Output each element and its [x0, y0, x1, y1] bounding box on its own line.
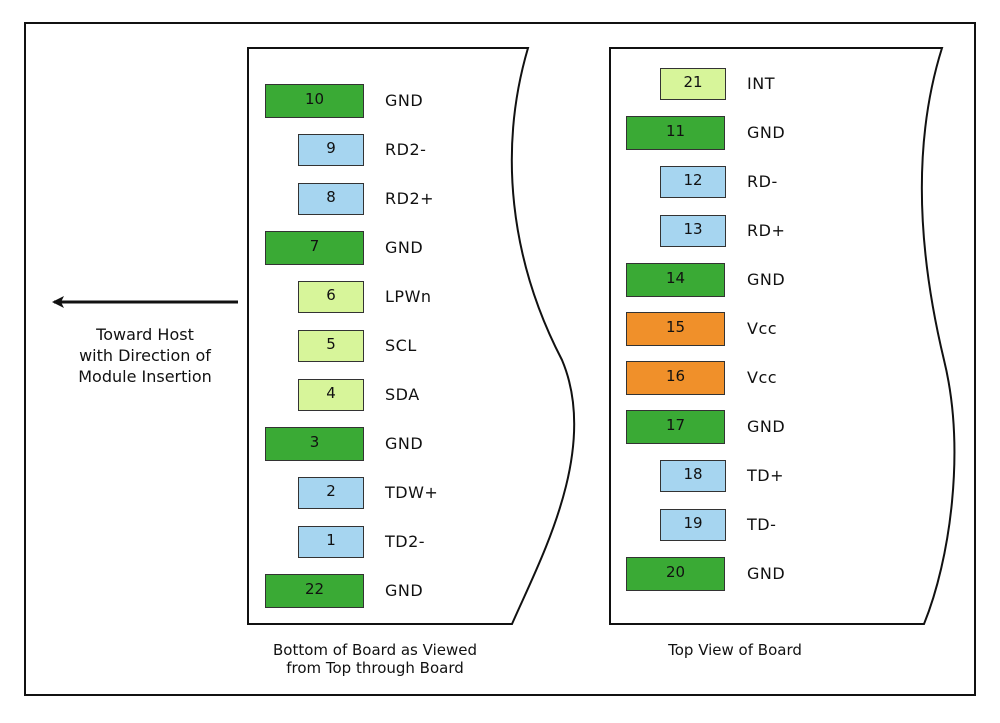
bottom-pin-3-label: GND — [385, 434, 424, 453]
top-pin-13: 13 — [660, 215, 726, 247]
bottom-board-caption-line1: Bottom of Board as Viewed — [273, 641, 477, 659]
top-pin-16: 16 — [626, 361, 725, 395]
top-pin-20: 20 — [626, 557, 725, 591]
bottom-pin-4-label: SDA — [385, 385, 420, 404]
top-pin-16-label: Vcc — [747, 368, 778, 387]
top-pin-15: 15 — [626, 312, 725, 346]
direction-note-line1: Toward Host — [96, 325, 194, 344]
bottom-pin-9: 9 — [298, 134, 364, 166]
bottom-pin-10-label: GND — [385, 91, 424, 110]
direction-note-line2: with Direction of — [79, 346, 211, 365]
top-pin-17-label: GND — [747, 417, 786, 436]
bottom-pin-2: 2 — [298, 477, 364, 509]
top-pin-18-label: TD+ — [747, 466, 784, 485]
top-pin-17: 17 — [626, 410, 725, 444]
top-pin-15-label: Vcc — [747, 319, 778, 338]
direction-note: Toward Host with Direction of Module Ins… — [60, 324, 230, 387]
top-pin-14-label: GND — [747, 270, 786, 289]
bottom-pin-22: 22 — [265, 574, 364, 608]
bottom-pin-1-label: TD2- — [385, 532, 426, 551]
top-pin-20-label: GND — [747, 564, 786, 583]
top-pin-21: 21 — [660, 68, 726, 100]
bottom-pin-6-label: LPWn — [385, 287, 432, 306]
top-pin-18: 18 — [660, 460, 726, 492]
top-board-caption: Top View of Board — [668, 641, 802, 659]
bottom-pin-5: 5 — [298, 330, 364, 362]
bottom-pin-9-label: RD2- — [385, 140, 427, 159]
bottom-pin-7: 7 — [265, 231, 364, 265]
top-pin-14: 14 — [626, 263, 725, 297]
top-pin-13-label: RD+ — [747, 221, 786, 240]
top-pin-19-label: TD- — [747, 515, 777, 534]
bottom-pin-6: 6 — [298, 281, 364, 313]
direction-note-line3: Module Insertion — [78, 367, 212, 386]
top-pin-11: 11 — [626, 116, 725, 150]
bottom-pin-1: 1 — [298, 526, 364, 558]
bottom-pin-3: 3 — [265, 427, 364, 461]
diagram-frame — [24, 22, 976, 696]
top-pin-12-label: RD- — [747, 172, 778, 191]
bottom-pin-8-label: RD2+ — [385, 189, 435, 208]
bottom-pin-10: 10 — [265, 84, 364, 118]
top-pin-21-label: INT — [747, 74, 775, 93]
bottom-board-caption-line2: from Top through Board — [286, 659, 464, 677]
bottom-pin-8: 8 — [298, 183, 364, 215]
bottom-pin-5-label: SCL — [385, 336, 417, 355]
bottom-pin-4: 4 — [298, 379, 364, 411]
top-pin-11-label: GND — [747, 123, 786, 142]
top-pin-12: 12 — [660, 166, 726, 198]
bottom-pin-2-label: TDW+ — [385, 483, 439, 502]
bottom-board-caption: Bottom of Board as Viewed from Top throu… — [230, 641, 520, 677]
bottom-pin-7-label: GND — [385, 238, 424, 257]
top-pin-19: 19 — [660, 509, 726, 541]
bottom-pin-22-label: GND — [385, 581, 424, 600]
